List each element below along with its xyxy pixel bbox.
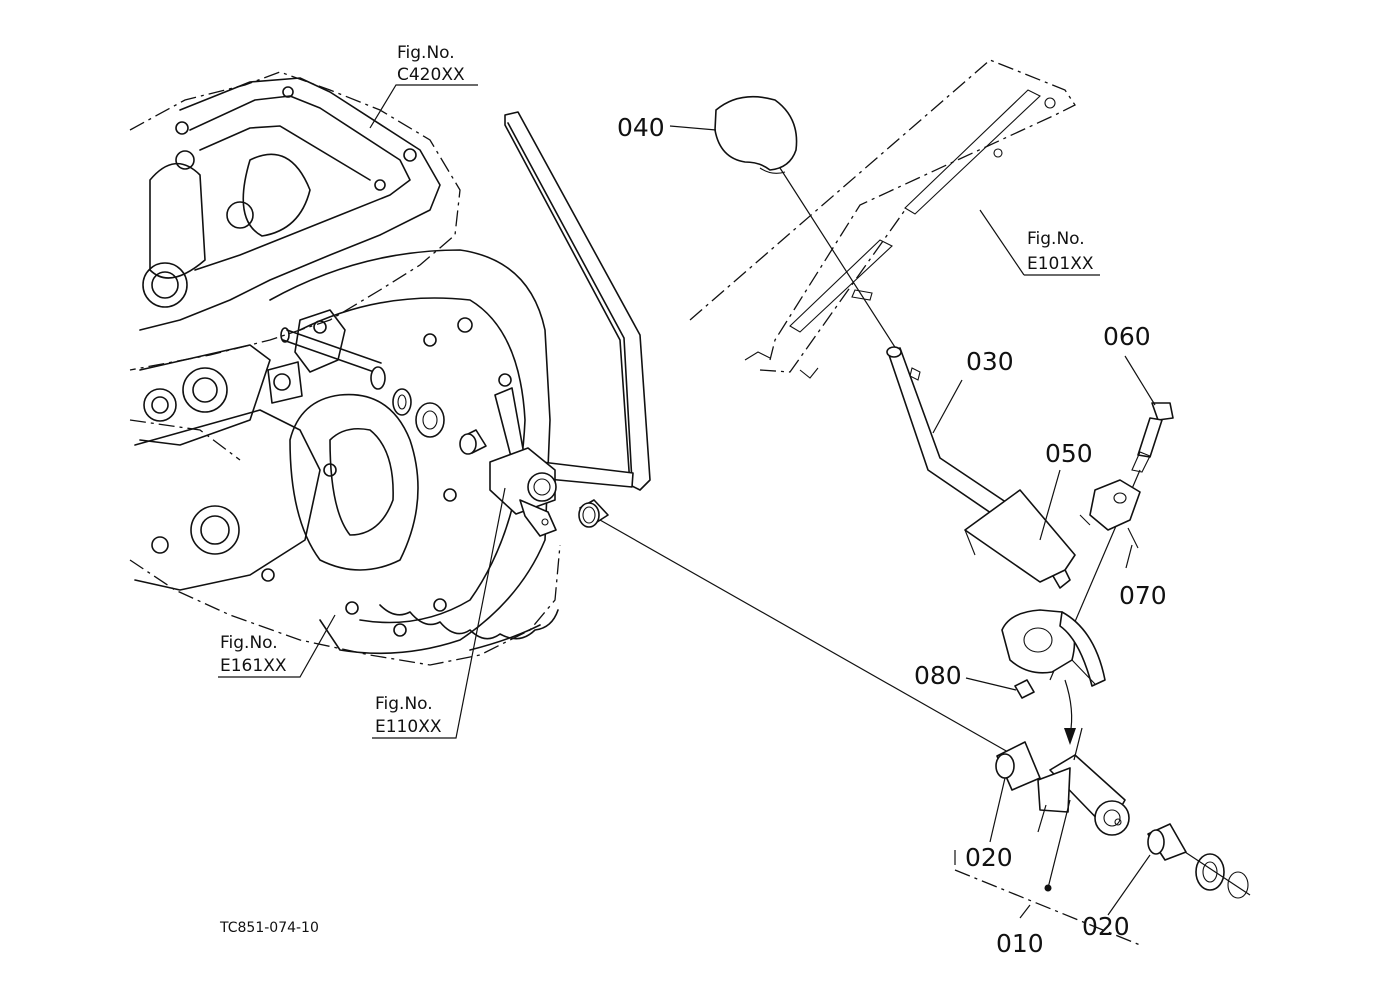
- gear-shift-knob-drawing: [714, 95, 798, 174]
- lever-guide-bracket-drawing: [964, 489, 1076, 583]
- part-label-020-left: 020: [965, 843, 1013, 872]
- figure-ref-e110: Fig.No. E110XX: [375, 694, 442, 737]
- figure-ref-e161-code: E161XX: [220, 656, 287, 676]
- transmission-case-drawing: [129, 71, 561, 666]
- shift-arm-drawing: [489, 111, 651, 537]
- figure-ref-e161-label: Fig.No.: [220, 633, 278, 653]
- figure-ref-e110-code: E110XX: [375, 717, 442, 737]
- part-label-050: 050: [1045, 439, 1093, 468]
- figure-ref-e161: Fig.No. E161XX: [220, 633, 287, 676]
- figure-ref-e110-label: Fig.No.: [375, 694, 433, 714]
- part-label-010: 010: [996, 929, 1044, 958]
- leader-lines: [218, 84, 1156, 919]
- pivot-assembly-drawing: [1001, 609, 1106, 745]
- figure-ref-c420: Fig.No. C420XX: [397, 43, 465, 85]
- part-label-040: 040: [617, 113, 665, 142]
- lever-holder-drawing: [1079, 479, 1141, 549]
- axis-line: [599, 519, 1009, 753]
- shift-gate-plate-drawing: [689, 59, 1076, 379]
- figure-ref-e101-label: Fig.No.: [1027, 229, 1085, 249]
- figure-ref-c420-label: Fig.No.: [397, 43, 455, 63]
- drawing-code: TC851-074-10: [219, 920, 319, 936]
- lower-shaft-assembly-drawing: [954, 727, 1251, 946]
- part-label-030: 030: [966, 347, 1014, 376]
- figure-ref-c420-code: C420XX: [397, 65, 465, 85]
- part-label-020-right: 020: [1082, 912, 1130, 941]
- figure-ref-e101-code: E101XX: [1027, 254, 1094, 274]
- knob-axis-line: [779, 167, 901, 356]
- part-label-060: 060: [1103, 322, 1151, 351]
- part-label-070: 070: [1119, 581, 1167, 610]
- part-label-080: 080: [914, 661, 962, 690]
- figure-ref-e101: Fig.No. E101XX: [1027, 229, 1094, 274]
